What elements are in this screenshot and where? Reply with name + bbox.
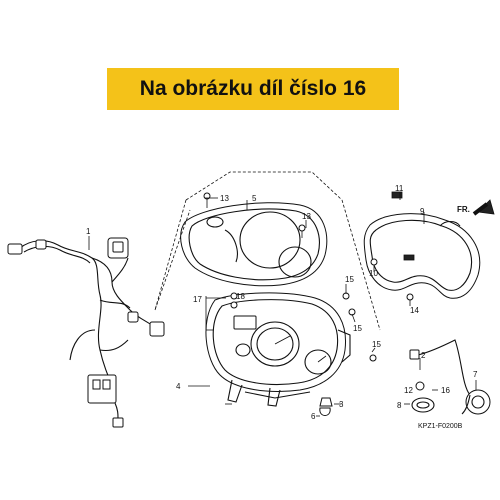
callout-1: 1: [86, 227, 91, 236]
callout-2: 2: [421, 351, 426, 360]
callout-16: 16: [441, 386, 450, 395]
callout-9: 9: [420, 207, 425, 216]
front-direction-arrow: [472, 199, 495, 216]
callout-13-top-left: 13: [220, 194, 229, 203]
speedometer-cable: [409, 339, 491, 415]
title-text: Na obrázku díl číslo 16: [139, 77, 367, 100]
callout-15-top: 15: [345, 275, 354, 284]
callout-3: 3: [339, 400, 344, 409]
callout-15-bottom: 15: [372, 340, 381, 349]
meter-visor: [363, 213, 481, 299]
callout-13-right: 13: [302, 212, 311, 221]
callout-18: 18: [236, 292, 245, 301]
callout-6: 6: [311, 412, 316, 421]
callout-5: 5: [252, 194, 257, 203]
callout-14: 14: [410, 306, 419, 315]
callout-12: 12: [404, 386, 413, 395]
callout-17: 17: [193, 295, 202, 304]
meter-assembly: [205, 292, 351, 407]
leader-lines: [88, 192, 477, 417]
callout-15-middle: 15: [353, 324, 362, 333]
title-banner: Na obrázku díl číslo 16: [107, 68, 399, 110]
direction-label: FR.: [457, 205, 470, 214]
diagram-code: KPZ1-F0200B: [418, 423, 463, 430]
callout-7: 7: [473, 370, 478, 379]
meter-upper-case: [180, 202, 328, 287]
callout-8: 8: [397, 401, 402, 410]
callout-10: 10: [369, 269, 378, 278]
callout-11: 11: [395, 184, 404, 193]
callout-4: 4: [176, 382, 181, 391]
wire-harness: [7, 237, 165, 428]
